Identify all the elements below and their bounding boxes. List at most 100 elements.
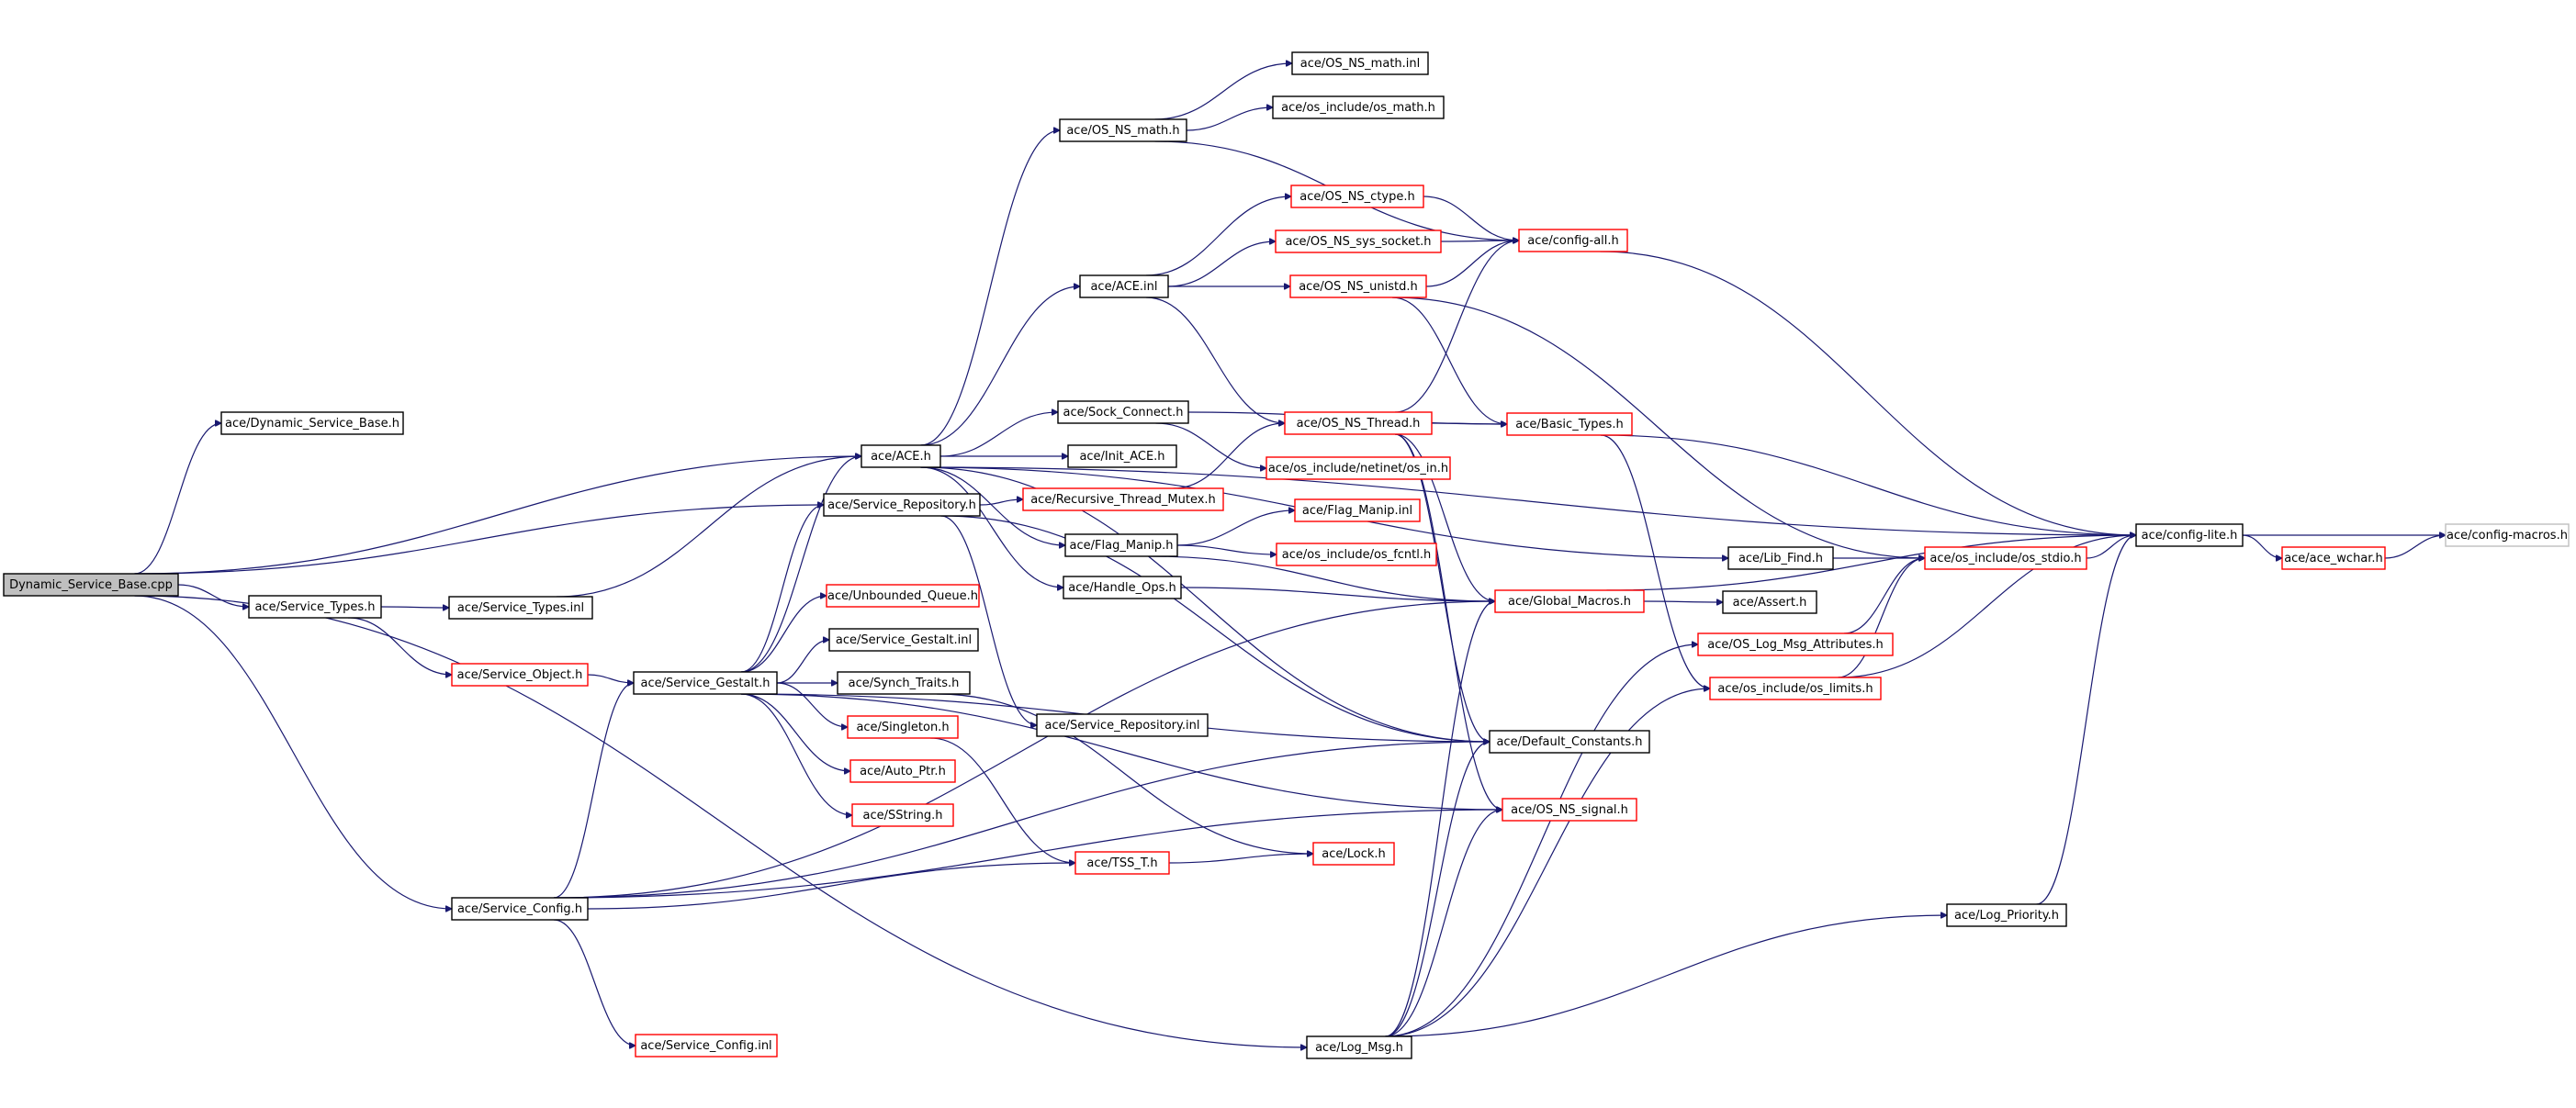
node-box bbox=[1275, 229, 1442, 253]
edge-root-to-ace_h bbox=[134, 456, 862, 575]
node-flag-manip-h[interactable]: ace/Flag_Manip.h bbox=[1064, 533, 1178, 557]
node-config-lite[interactable]: ace/config-lite.h bbox=[2135, 523, 2244, 547]
node-os-include-fcntl[interactable]: ace/os_include/os_fcntl.h bbox=[1276, 543, 1437, 566]
edge-root-to-svc_types_h bbox=[177, 584, 249, 607]
node-box bbox=[448, 596, 593, 620]
edge-basic_types-to-config_lite bbox=[1600, 434, 2136, 535]
node-svc-config-inl[interactable]: ace/Service_Config.inl bbox=[635, 1034, 778, 1058]
node-sstring[interactable]: ace/SString.h bbox=[851, 803, 954, 827]
node-auto-ptr[interactable]: ace/Auto_Ptr.h bbox=[849, 759, 956, 783]
node-svc-types-h[interactable]: ace/Service_Types.h bbox=[248, 595, 382, 619]
edge-root-to-svc_config_h bbox=[134, 595, 453, 909]
edge-os_include_limits-to-os_include_stdio bbox=[1838, 558, 1926, 678]
node-rec-thread-mutex[interactable]: ace/Recursive_Thread_Mutex.h bbox=[1022, 487, 1224, 511]
node-os-ns-ctype[interactable]: ace/OS_NS_ctype.h bbox=[1290, 185, 1424, 208]
node-root[interactable]: Dynamic_Service_Base.cpp bbox=[3, 573, 179, 597]
node-ace-h[interactable]: ace/ACE.h bbox=[861, 444, 941, 468]
edge-ace_h-to-flag_manip_h bbox=[920, 466, 1066, 545]
node-os-log-msg-attr[interactable]: ace/OS_Log_Msg_Attributes.h bbox=[1697, 632, 1894, 656]
edge-os_include_limits-to-config_lite bbox=[1838, 535, 2137, 678]
edge-svc_gestalt_h-to-svc_repo_h bbox=[740, 505, 824, 673]
node-label: ace/Synch_Traits.h bbox=[849, 677, 960, 690]
edge-os_ns_math_h-to-os_include_math bbox=[1186, 107, 1273, 131]
node-os-include-stdio[interactable]: ace/os_include/os_stdio.h bbox=[1924, 546, 2087, 570]
edge-svc_gestalt_h-to-ace_h bbox=[740, 456, 861, 673]
node-label: ace/OS_NS_math.h bbox=[1066, 124, 1179, 138]
node-label: ace/ace_wchar.h bbox=[2284, 552, 2383, 565]
node-box bbox=[1291, 51, 1429, 75]
node-label: ace/os_include/netinet/os_in.h bbox=[1268, 462, 1448, 476]
edge-svc_gestalt_h-to-singleton bbox=[776, 682, 848, 727]
node-label: Dynamic_Service_Base.cpp bbox=[9, 578, 173, 592]
node-sock-connect[interactable]: ace/Sock_Connect.h bbox=[1057, 400, 1189, 424]
node-label: ace/Unbounded_Queue.h bbox=[827, 589, 978, 603]
node-box bbox=[1057, 400, 1189, 424]
edge-ace_h-to-sock_connect bbox=[939, 412, 1058, 457]
edge-svc_types_inl-to-ace_h bbox=[556, 456, 861, 598]
node-os-ns-thread[interactable]: ace/OS_NS_Thread.h bbox=[1284, 411, 1433, 435]
node-svc-types-inl[interactable]: ace/Service_Types.inl bbox=[448, 596, 593, 620]
node-os-include-math[interactable]: ace/os_include/os_math.h bbox=[1272, 95, 1445, 119]
node-box bbox=[1697, 632, 1894, 656]
edges-layer bbox=[134, 63, 2447, 1047]
node-os-ns-unistd[interactable]: ace/OS_NS_unistd.h bbox=[1289, 274, 1427, 298]
node-config-macros[interactable]: ace/config-macros.h bbox=[2445, 523, 2570, 547]
node-label: ace/Service_Repository.inl bbox=[1045, 719, 1200, 733]
node-default-constants[interactable]: ace/Default_Constants.h bbox=[1489, 730, 1650, 754]
edge-svc_config_h-to-os_ns_signal bbox=[553, 810, 1502, 899]
node-netinet-in[interactable]: ace/os_include/netinet/os_in.h bbox=[1266, 456, 1451, 480]
node-label: ace/OS_NS_math.inl bbox=[1300, 57, 1421, 71]
node-label: ace/OS_NS_ctype.h bbox=[1299, 190, 1415, 204]
node-assert-h[interactable]: ace/Assert.h bbox=[1722, 590, 1817, 614]
edge-ace_wchar-to-config_macros bbox=[2384, 535, 2446, 559]
node-os-ns-math-inl[interactable]: ace/OS_NS_math.inl bbox=[1291, 51, 1429, 75]
node-box bbox=[220, 411, 404, 435]
edge-os_ns_ctype-to-config_all bbox=[1423, 196, 1519, 241]
node-global-macros[interactable]: ace/Global_Macros.h bbox=[1494, 589, 1645, 613]
node-os-ns-sys-socket[interactable]: ace/OS_NS_sys_socket.h bbox=[1275, 229, 1442, 253]
edge-svc_config_h-to-global_macros bbox=[553, 601, 1495, 899]
node-lock-h[interactable]: ace/Lock.h bbox=[1312, 842, 1395, 866]
node-label: ace/Service_Gestalt.inl bbox=[836, 633, 972, 647]
node-handle-ops[interactable]: ace/Handle_Ops.h bbox=[1063, 576, 1182, 599]
node-lib-find[interactable]: ace/Lib_Find.h bbox=[1727, 546, 1834, 570]
node-svc-config-h[interactable]: ace/Service_Config.h bbox=[451, 897, 589, 921]
edge-svc_types_h-to-svc_object_h bbox=[347, 617, 452, 675]
edge-os_ns_math_h-to-os_ns_math_inl bbox=[1154, 63, 1293, 120]
node-label: ace/Init_ACE.h bbox=[1079, 450, 1164, 464]
node-box bbox=[1063, 576, 1182, 599]
node-label: ace/Service_Gestalt.h bbox=[640, 677, 770, 690]
edge-svc_repo_h-to-default_constants bbox=[940, 515, 1490, 742]
node-tss-t[interactable]: ace/TSS_T.h bbox=[1074, 851, 1170, 875]
node-box bbox=[1494, 589, 1645, 613]
node-config-all[interactable]: ace/config-all.h bbox=[1518, 229, 1628, 252]
edge-ace_h-to-os_ns_math_h bbox=[920, 130, 1061, 446]
node-svc-gestalt-h[interactable]: ace/Service_Gestalt.h bbox=[633, 671, 778, 695]
node-synch-traits[interactable]: ace/Synch_Traits.h bbox=[837, 671, 971, 695]
node-ace-wchar[interactable]: ace/ace_wchar.h bbox=[2281, 546, 2386, 570]
node-ace-inl[interactable]: ace/ACE.inl bbox=[1079, 274, 1169, 298]
node-os-ns-signal[interactable]: ace/OS_NS_signal.h bbox=[1502, 798, 1637, 822]
node-os-include-limits[interactable]: ace/os_include/os_limits.h bbox=[1709, 677, 1882, 700]
edge-ace_inl-to-os_ns_ctype bbox=[1145, 196, 1291, 276]
node-unbounded-queue[interactable]: ace/Unbounded_Queue.h bbox=[826, 584, 980, 608]
node-label: ace/Flag_Manip.inl bbox=[1302, 504, 1412, 518]
node-singleton[interactable]: ace/Singleton.h bbox=[847, 715, 959, 739]
node-svc-gestalt-inl[interactable]: ace/Service_Gestalt.inl bbox=[828, 628, 979, 652]
node-init-ace[interactable]: ace/Init_ACE.h bbox=[1067, 444, 1177, 468]
node-svc-object-h[interactable]: ace/Service_Object.h bbox=[451, 663, 589, 687]
node-label: ace/Flag_Manip.h bbox=[1070, 539, 1174, 553]
node-box bbox=[1946, 903, 2067, 927]
edge-os_ns_thread-to-default_constants bbox=[1394, 433, 1490, 742]
node-basic-types[interactable]: ace/Basic_Types.h bbox=[1506, 412, 1633, 436]
node-log-priority[interactable]: ace/Log_Priority.h bbox=[1946, 903, 2067, 927]
edge-log_msg-to-os_include_limits bbox=[1385, 688, 1711, 1037]
node-log-msg[interactable]: ace/Log_Msg.h bbox=[1306, 1035, 1412, 1059]
node-os-ns-math-h[interactable]: ace/OS_NS_math.h bbox=[1059, 118, 1187, 142]
node-box bbox=[2135, 523, 2244, 547]
node-flag-manip-inl[interactable]: ace/Flag_Manip.inl bbox=[1294, 498, 1421, 522]
node-svc-repo-h[interactable]: ace/Service_Repository.h bbox=[823, 493, 981, 517]
node-dsb-h[interactable]: ace/Dynamic_Service_Base.h bbox=[220, 411, 404, 435]
node-svc-repo-inl[interactable]: ace/Service_Repository.inl bbox=[1036, 713, 1209, 737]
